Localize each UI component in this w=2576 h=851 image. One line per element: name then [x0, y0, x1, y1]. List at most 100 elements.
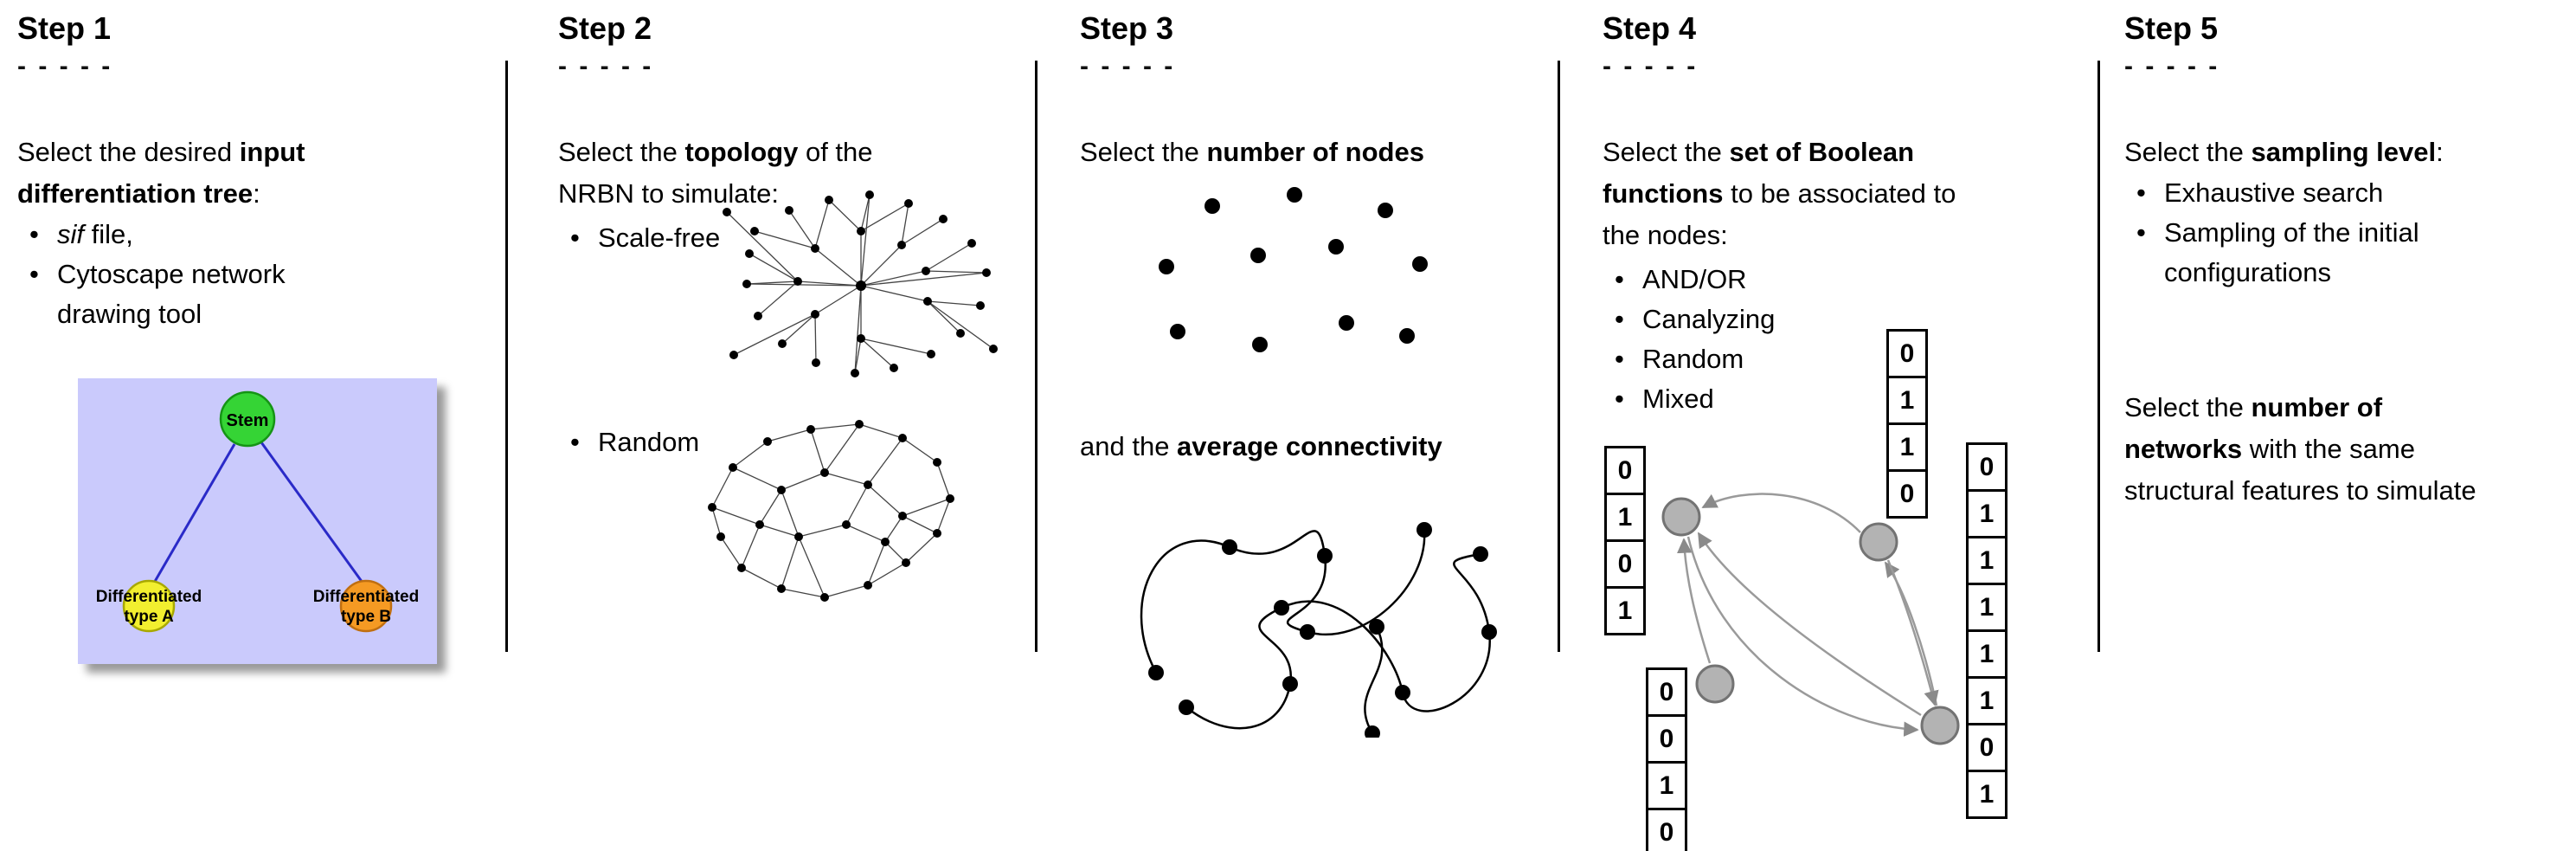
type-a-node	[122, 579, 176, 633]
bullet-item: •Mixed	[1603, 379, 1775, 419]
truth-table-cell: 0	[1966, 723, 2007, 772]
truth-table-cell: 1	[1886, 422, 1928, 472]
step-5-dashes: - - - - -	[2124, 52, 2220, 81]
text-run: Select the desired	[17, 137, 240, 167]
connectivity-edges	[1140, 529, 1491, 734]
scale-free-network-figure	[723, 190, 998, 377]
bullet-item: •Random	[1603, 339, 1775, 379]
truth-table-cell: 1	[1604, 493, 1646, 542]
column-divider	[505, 61, 508, 652]
text-line: Select the topology of the	[558, 132, 873, 173]
text-line: Select the set of Boolean	[1603, 132, 1956, 173]
truth-table-cell: 1	[1966, 536, 2007, 585]
nrbn-node	[1661, 497, 1701, 537]
type-b-label-line1: Differentiated	[313, 588, 419, 606]
step-3-dashes: - - - - -	[1080, 52, 1176, 81]
network-arrows	[1677, 493, 1939, 737]
tree-edge-right	[260, 442, 364, 583]
truth-table-column-bottom: 0 0 1 0	[1646, 667, 1687, 851]
truth-table-cell: 1	[1646, 761, 1687, 810]
bullet-marker: •	[1615, 344, 1624, 374]
text-run: structural features to simulate	[2124, 475, 2476, 506]
type-b-node	[339, 579, 393, 633]
arrow-path	[1701, 493, 1861, 533]
step-2-bullet-random: • Random	[558, 422, 699, 462]
text-run: set of Boolean	[1729, 137, 1915, 167]
text-run: Select the	[2124, 392, 2252, 422]
random-nodes	[708, 420, 954, 602]
text-run: average connectivity	[1177, 431, 1442, 461]
step-2-column: Step 2 - - - - - Select the topology of …	[558, 0, 1030, 851]
bullet-item: • Random	[558, 422, 699, 462]
bullet-text: Exhaustive search	[2164, 177, 2384, 208]
random-network-figure	[708, 420, 954, 602]
truth-table-cell: 0	[1646, 808, 1687, 851]
text-line: NRBN to simulate:	[558, 173, 873, 215]
arrow-path	[1677, 538, 1712, 664]
text-line: the nodes:	[1603, 215, 1956, 256]
step-5-bullet-list: • Exhaustive search • Sampling of the init…	[2124, 173, 2484, 293]
text-line: and the average connectivity	[1080, 426, 1442, 467]
step-4-bullet-list: •AND/OR • Canalyzing •Random •Mixed	[1603, 260, 1775, 419]
bullet-text: Sampling of the initial configurations	[2164, 217, 2419, 287]
text-run: number of	[2251, 392, 2383, 422]
arrow-path	[1686, 536, 1919, 737]
text-line: Select the desired input	[17, 132, 305, 173]
step-3-paragraph-1: Select the number of nodes	[1080, 132, 1424, 173]
truth-table-cell: 0	[1886, 469, 1928, 519]
text-run: :	[253, 178, 260, 209]
step-4-column: Step 4 - - - - - Select the set of Boole…	[1603, 0, 2100, 851]
network-nodes	[1661, 497, 1960, 745]
text-run: and the	[1080, 431, 1178, 461]
truth-table-cell: 0	[1646, 667, 1687, 717]
truth-table-column-right: 0 1 1 1 1 1 0 1	[1966, 442, 2007, 819]
bullet-item: • Exhaustive search	[2124, 173, 2484, 213]
bullet-item: •AND/OR	[1603, 260, 1775, 300]
nrbn-node	[1695, 664, 1735, 704]
stem-label: Stem	[227, 411, 269, 430]
bullet-text: Random	[598, 427, 700, 457]
type-b-label-line2: type B	[341, 608, 391, 626]
step-1-title: Step 1	[17, 10, 112, 46]
bullet-marker: •	[2136, 177, 2146, 208]
text-run: the nodes:	[1603, 220, 1728, 250]
step-3-column: Step 3 - - - - - Select the number of no…	[1080, 0, 1551, 851]
bullet-item: • Cytoscape network drawing tool	[17, 255, 317, 334]
text-run: Select the	[1603, 137, 1730, 167]
bullet-item: • Scale-free	[558, 218, 720, 258]
truth-table-cell: 1	[1966, 676, 2007, 725]
truth-table-cell: 1	[1966, 629, 2007, 679]
arrow-path	[1886, 559, 1939, 706]
step-4-dashes: - - - - -	[1603, 52, 1699, 81]
text-run: functions	[1603, 178, 1724, 209]
truth-table-cell: 0	[1646, 714, 1687, 764]
text-run: with the same	[2242, 434, 2415, 464]
tree-edge-left	[151, 443, 236, 585]
step-3-paragraph-2: and the average connectivity	[1080, 426, 1442, 467]
nodes-dots-figure	[1159, 187, 1428, 352]
step-5-column: Step 5 - - - - - Select the sampling lev…	[2124, 0, 2576, 851]
bullet-marker: •	[1615, 264, 1624, 294]
bullet-text: sif file,	[57, 215, 133, 255]
step-5-title: Step 5	[2124, 10, 2219, 46]
step-5-paragraph-1: Select the sampling level:	[2124, 132, 2444, 173]
step-2-bullet-scalefree: • Scale-free	[558, 218, 720, 258]
bullet-text: Canalyzing	[1642, 304, 1776, 334]
boolean-network-diagram: 0 1 1 0 0 1 0 1 0 0 1 0 0 1 1 1	[1603, 312, 2100, 851]
text-run: networks	[2124, 434, 2243, 464]
type-a-label-line1: Differentiated	[96, 588, 202, 606]
text-run: sampling level	[2251, 137, 2437, 167]
bullet-text: Cytoscape network drawing tool	[57, 259, 286, 329]
text-run: topology	[684, 137, 799, 167]
truth-table-cell: 1	[1604, 586, 1646, 635]
bullet-marker: •	[1615, 384, 1624, 414]
scale-free-edges	[726, 194, 994, 374]
step-1-column: Step 1 - - - - - Select the desired inpu…	[17, 0, 498, 851]
text-line: networks with the same	[2124, 429, 2476, 470]
text-run: input	[239, 137, 305, 167]
text-run: sif	[57, 219, 84, 249]
truth-table-cell: 0	[1604, 539, 1646, 589]
text-line: Select the sampling level:	[2124, 132, 2444, 173]
bullet-item: • sif file,	[17, 215, 317, 255]
